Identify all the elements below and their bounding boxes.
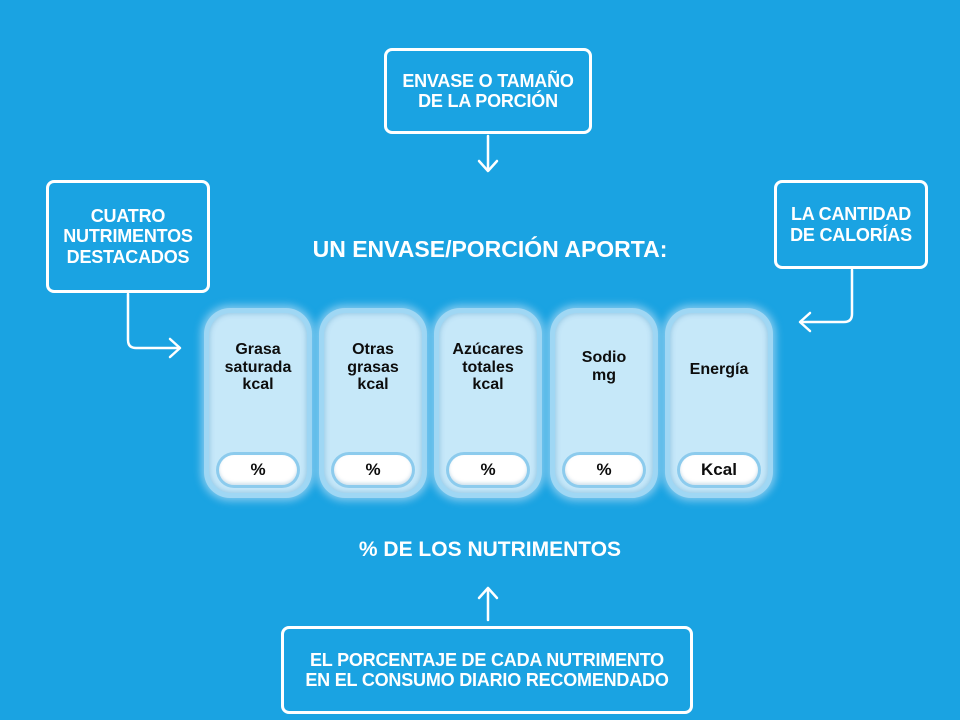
arrow-right-head-icon [168, 337, 182, 359]
callout-portion-size-line-1: ENVASE O TAMAÑO [402, 70, 574, 91]
seal-body: Grasa saturada kcal % [209, 313, 307, 493]
seal-label: Energía [674, 361, 764, 461]
seal-body: Otras grasas kcal % [324, 313, 422, 493]
arrow-elbow-left-icon [800, 268, 854, 324]
headline-nutrient-percentage: % DE LOS NUTRIMENTOS [358, 538, 622, 561]
seal-label: Otras grasas kcal [328, 341, 418, 441]
seal-label-line: kcal [242, 376, 274, 394]
seal-value-pill: % [565, 455, 643, 485]
headline-per-serving: UN ENVASE/PORCIÓN APORTA: [312, 236, 668, 262]
callout-four-nutrients: CUATRO NUTRIMENTOS DESTACADOS [46, 180, 210, 293]
callout-daily-percentage: EL PORCENTAJE DE CADA NUTRIMENTO EN EL C… [281, 626, 693, 714]
seal-label-line: Energía [689, 361, 749, 378]
seal-label-line: Azúcares [452, 341, 524, 358]
seal-other-fats: Otras grasas kcal % [319, 308, 427, 498]
seal-label: Azúcares totales kcal [443, 341, 533, 441]
callout-daily-percentage-line-1: EL PORCENTAJE DE CADA NUTRIMENTO [310, 649, 664, 670]
callout-four-nutrients-line-1: CUATRO [90, 206, 166, 227]
callout-portion-size: ENVASE O TAMAÑO DE LA PORCIÓN [384, 48, 592, 134]
seal-value-pill: % [334, 455, 412, 485]
callout-daily-percentage-line-2: EN EL CONSUMO DIARIO RECOMENDADO [305, 670, 669, 690]
seal-label-line: totales [462, 358, 514, 376]
callout-four-nutrients-line-3: DESTACADOS [66, 246, 190, 267]
seal-value-pill: % [449, 455, 527, 485]
callout-calories-line-1: LA CANTIDAD [790, 204, 912, 225]
arrow-up-head-icon [477, 586, 499, 600]
callout-four-nutrients-line-2: NUTRIMENTOS [63, 226, 193, 247]
callout-portion-size-line-2: DE LA PORCIÓN [418, 91, 558, 111]
seal-label: Grasa saturada kcal [213, 341, 303, 441]
seal-sodium: Sodio mg % [550, 308, 658, 498]
arrow-left-head-icon [798, 311, 812, 333]
seal-body: Azúcares totales kcal % [439, 313, 537, 493]
seal-body: Sodio mg % [555, 313, 653, 493]
seal-label-line: mg [592, 366, 616, 384]
seal-saturated-fat: Grasa saturada kcal % [204, 308, 312, 498]
callout-calories-line-2: DE CALORÍAS [790, 224, 912, 245]
callout-calories: LA CANTIDAD DE CALORÍAS [774, 180, 928, 269]
seal-label: Sodio mg [559, 349, 649, 449]
seal-label-line: kcal [357, 376, 389, 394]
seal-value-pill: Kcal [680, 455, 758, 485]
seal-body: Energía Kcal [670, 313, 768, 493]
seal-label-line: grasas [347, 358, 399, 376]
seal-label-line: Otras [352, 341, 394, 358]
seal-label-line: kcal [472, 376, 504, 394]
arrow-elbow-right-icon [126, 292, 180, 350]
seal-total-sugars: Azúcares totales kcal % [434, 308, 542, 498]
arrow-down-head-icon [477, 159, 499, 173]
seal-energy: Energía Kcal [665, 308, 773, 498]
seal-label-line: saturada [224, 358, 292, 376]
seal-label-line: Grasa [235, 341, 281, 358]
seal-label-line: Sodio [581, 349, 627, 366]
seal-value-pill: % [219, 455, 297, 485]
